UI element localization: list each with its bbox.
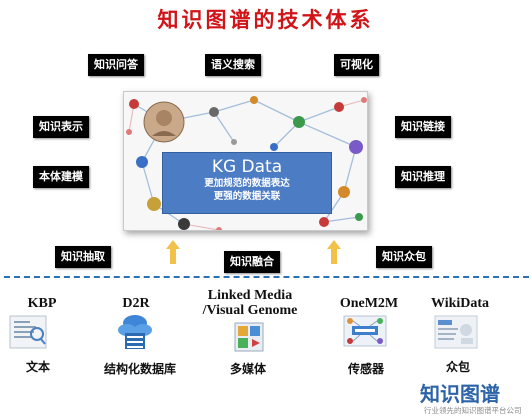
source-label-structured-database: 结构化数据库 xyxy=(103,362,176,376)
source-label-crowdsourcing: 众包 xyxy=(445,360,470,374)
up-arrow-icon xyxy=(166,240,180,264)
tag-knowledge-linking: 知识链接 xyxy=(395,116,451,138)
separator-dashed-line xyxy=(4,276,529,278)
source-title-kbp: KBP xyxy=(27,296,57,311)
tag-semantic-search: 语义搜索 xyxy=(205,54,261,76)
tag-knowledge-reasoning: 知识推理 xyxy=(395,166,451,188)
watermark-brand: 知识图谱 xyxy=(420,382,500,406)
wiki-icon xyxy=(434,315,478,349)
tag-knowledge-extraction: 知识抽取 xyxy=(55,246,111,268)
sensor-icon xyxy=(343,315,387,347)
up-arrow-icon xyxy=(327,240,341,264)
watermark-tagline: 行业领先的知识图谱平台公司 xyxy=(424,406,522,415)
source-title-linked-media: Linked Media /Visual Genome xyxy=(202,288,298,318)
source-title-wikidata: WikiData xyxy=(430,296,490,311)
source-title-d2r: D2R xyxy=(122,296,150,311)
tag-visualization: 可视化 xyxy=(334,54,379,76)
multimedia-icon xyxy=(234,322,264,352)
tag-knowledge-fusion: 知识融合 xyxy=(224,251,280,273)
kg-data-line1: 更加规范的数据表达 xyxy=(204,178,290,189)
tag-knowledge-qa: 知识问答 xyxy=(88,54,144,76)
watermark: 知识图谱 行业领先的知识图谱平台公司 xyxy=(420,378,531,418)
tag-knowledge-representation: 知识表示 xyxy=(33,116,89,138)
tag-knowledge-crowdsourcing: 知识众包 xyxy=(376,246,432,268)
source-label-multimedia: 多媒体 xyxy=(229,362,266,376)
kg-data-heading: KG Data xyxy=(211,157,283,177)
source-title-onem2m: OneM2M xyxy=(339,296,399,311)
kg-data-line2: 更强的数据关联 xyxy=(213,191,281,202)
database-icon xyxy=(118,315,152,349)
source-label-sensor: 传感器 xyxy=(347,362,384,376)
kg-data-box: KG Data 更加规范的数据表达 更强的数据关联 xyxy=(162,152,332,214)
document-icon xyxy=(9,315,47,349)
source-label-text: 文本 xyxy=(25,360,50,374)
tag-ontology-modeling: 本体建模 xyxy=(33,166,89,188)
diagram-title: 知识图谱的技术体系 xyxy=(157,7,374,32)
